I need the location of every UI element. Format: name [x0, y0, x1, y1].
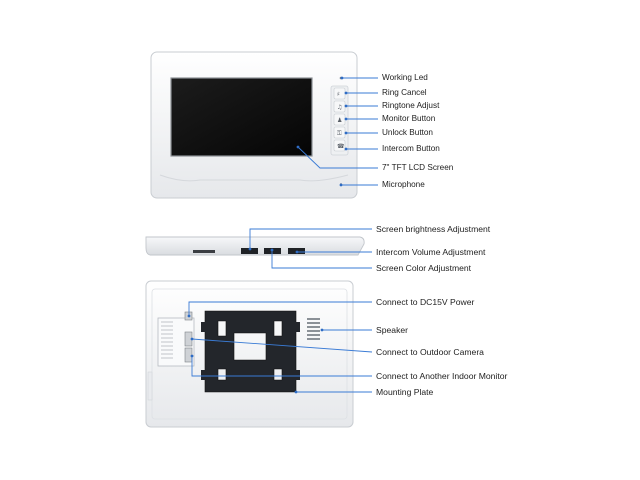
label-volume: Intercom Volume Adjustment — [376, 247, 486, 257]
label-brightness: Screen brightness Adjustment — [376, 224, 491, 234]
terminal-indoor — [184, 347, 193, 363]
label-working-led: Working Led — [382, 73, 428, 82]
key-icon: ⚿ — [337, 130, 342, 137]
brightness-dial — [241, 248, 258, 254]
label-mounting-plate: Mounting Plate — [376, 387, 434, 397]
label-intercom-button: Intercom Button — [382, 144, 440, 153]
label-outdoor-camera: Connect to Outdoor Camera — [376, 347, 484, 357]
bell-off-icon: ♯ — [337, 91, 340, 98]
back-inner-panel — [151, 288, 348, 420]
label-speaker: Speaker — [376, 325, 409, 335]
front-callouts — [296, 76, 378, 187]
label-indoor-monitor: Connect to Another Indoor Monitor — [376, 371, 508, 381]
label-lcd-screen: 7" TFT LCD Screen — [382, 163, 454, 172]
label-ring-cancel: Ring Cancel — [382, 88, 427, 97]
front-bottom-curve — [159, 174, 349, 182]
mount-hook-right-bottom — [294, 370, 300, 380]
front-buttons: ♯ ♫ ♟ ⚿ ☎ — [333, 87, 346, 152]
back-vent-left — [147, 371, 153, 401]
back-callouts — [187, 301, 373, 394]
mount-hook-right — [294, 322, 300, 332]
phone-icon: ☎ — [337, 143, 345, 150]
connector-text-lines — [161, 321, 173, 359]
label-microphone: Microphone — [382, 180, 425, 189]
music-note-icon: ♫ — [337, 104, 342, 111]
speaker-grille — [307, 318, 320, 340]
intercom-button — [333, 139, 346, 152]
person-icon: ♟ — [337, 117, 342, 124]
label-monitor-button: Monitor Button — [382, 114, 436, 123]
sd-slot — [193, 250, 215, 253]
label-unlock-button: Unlock Button — [382, 128, 433, 137]
back-housing — [145, 280, 354, 428]
mount-hook-left-bottom — [201, 370, 207, 380]
label-ringtone-adjust: Ringtone Adjust — [382, 101, 440, 110]
front-view: ♯ ♫ ♟ ⚿ ☎ — [150, 51, 358, 199]
label-dc-power: Connect to DC15V Power — [376, 297, 475, 307]
side-callouts — [248, 228, 372, 269]
label-color: Screen Color Adjustment — [376, 263, 472, 273]
back-view — [145, 280, 354, 428]
lcd-screen — [170, 77, 313, 157]
mount-hook-left — [201, 322, 207, 332]
